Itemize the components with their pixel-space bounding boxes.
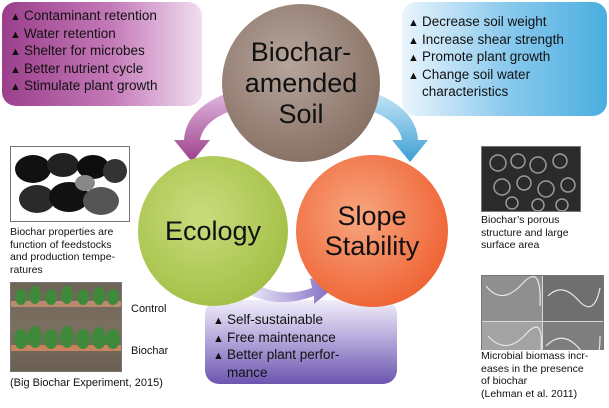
triangle-bullet-icon: ▲ (408, 52, 419, 64)
list-item: ▲Water retention (10, 26, 158, 44)
right-curved-arrow-icon (362, 92, 428, 162)
slope-stability-circle: Slope Stability (296, 155, 448, 307)
list-item: ▲Self-sustainable (213, 312, 340, 330)
list-item: ▲Better nutrient cycle (10, 61, 158, 79)
list-item: ▲Contaminant retention (10, 8, 158, 26)
feedstock-caption: Biochar properties are function of feeds… (10, 226, 116, 276)
porous-structure-photo (481, 146, 581, 212)
list-item: ▲Free maintenance (213, 330, 340, 348)
list-item: ▲Stimulate plant growth (10, 78, 158, 96)
triangle-bullet-icon: ▲ (10, 63, 21, 76)
list-item: mance (227, 364, 268, 380)
porous-caption: Biochar’s porous structure and large sur… (481, 214, 569, 251)
slope-stability-label: Slope Stability (324, 201, 420, 261)
triangle-bullet-icon: ▲ (408, 69, 419, 82)
triangle-bullet-icon: ▲ (408, 34, 419, 47)
list-item: ▲Shelter for microbes (10, 43, 158, 61)
bottom-curved-arrow-icon (244, 278, 336, 304)
combined-benefits-box: ▲Self-sustainable ▲Free maintenance ▲Bet… (205, 300, 397, 384)
triangle-bullet-icon: ▲ (10, 81, 21, 93)
triangle-bullet-icon: ▲ (213, 315, 224, 327)
slope-benefits-box: ▲Decrease soil weight ▲Increase shear st… (402, 2, 607, 116)
triangle-bullet-icon: ▲ (408, 17, 419, 29)
ecology-label: Ecology (164, 216, 262, 246)
list-item: ▲Change soil water (408, 67, 564, 85)
experiment-citation: (Big Biochar Experiment, 2015) (10, 377, 163, 389)
microbial-caption: Microbial biomass incr- eases in the pre… (481, 350, 607, 400)
triangle-bullet-icon: ▲ (213, 332, 224, 345)
ecology-benefits-list: ▲Contaminant retention ▲Water retention … (10, 8, 158, 96)
triangle-bullet-icon: ▲ (10, 46, 21, 58)
combined-benefits-list: ▲Self-sustainable ▲Free maintenance ▲Bet… (213, 312, 340, 381)
biochar-label: Biochar (131, 345, 169, 357)
list-item: ▲Decrease soil weight (408, 14, 564, 32)
triangle-bullet-icon: ▲ (10, 11, 21, 23)
list-item: ▲Better plant perfor- (213, 347, 340, 365)
biochar-soil-label: Biochar- amended Soil (244, 36, 358, 129)
plant-experiment-photo (10, 282, 122, 372)
list-item: ▲Increase shear strength (408, 32, 564, 50)
ecology-circle: Ecology (138, 156, 288, 306)
biochar-soil-circle: Biochar- amended Soil (222, 4, 380, 162)
left-curved-arrow-icon (174, 92, 240, 162)
list-item: ▲Promote plant growth (408, 49, 564, 67)
biochar-feedstock-photo (10, 146, 130, 222)
control-label: Control (131, 303, 167, 315)
list-item: characteristics (422, 84, 509, 99)
slope-benefits-list: ▲Decrease soil weight ▲Increase shear st… (408, 14, 564, 101)
triangle-bullet-icon: ▲ (10, 28, 21, 41)
triangle-bullet-icon: ▲ (213, 350, 224, 362)
ecology-benefits-box: ▲Contaminant retention ▲Water retention … (2, 2, 202, 106)
